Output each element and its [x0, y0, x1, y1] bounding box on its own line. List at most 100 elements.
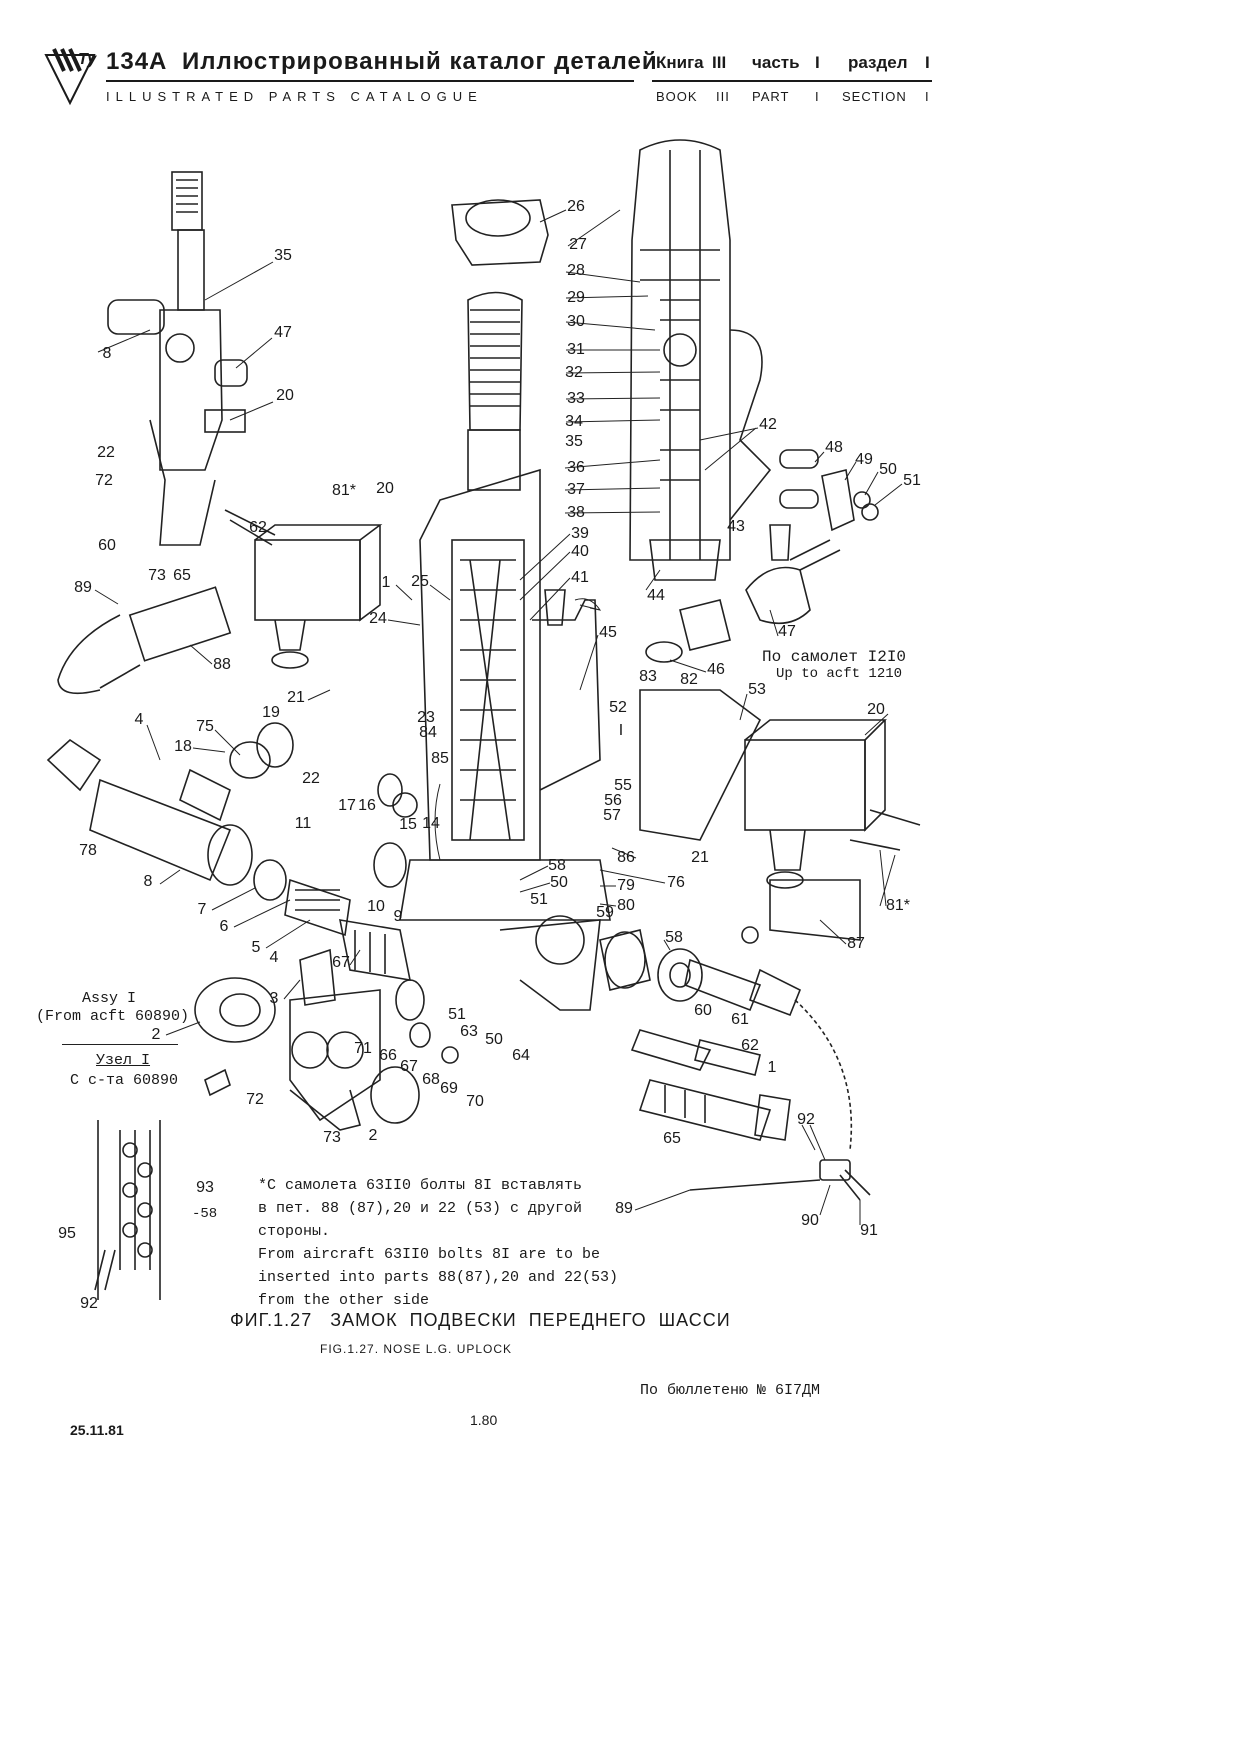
callout-21: 21 — [287, 689, 305, 706]
callout-73: 73 — [323, 1129, 341, 1146]
callout-87: 87 — [847, 935, 865, 952]
footnote-block: *С самолета 63II0 болты 8I вставлять в п… — [258, 1174, 618, 1312]
callout-16: 16 — [358, 797, 376, 814]
callout-50: 50 — [485, 1031, 503, 1048]
callout-8: 8 — [143, 873, 153, 890]
callout-38: 38 — [567, 504, 585, 521]
callout-37: 37 — [567, 481, 585, 498]
callout-21: 21 — [691, 849, 709, 866]
callout-62: 62 — [741, 1037, 759, 1054]
model-number: 134А — [106, 48, 168, 75]
note-en-line-3: from the other side — [258, 1292, 430, 1309]
callout-91: 91 — [860, 1222, 878, 1239]
callout-2: 2 — [151, 1026, 161, 1043]
section-number-en: I — [925, 89, 930, 104]
callout-56: 56 — [604, 792, 622, 809]
callout-52: 52 — [609, 699, 627, 716]
callout-22: 22 — [302, 770, 320, 787]
callout-1: 1 — [767, 1059, 777, 1076]
callout-85: 85 — [431, 750, 449, 767]
callout-50: 50 — [879, 461, 897, 478]
callout-5: 5 — [251, 939, 261, 956]
callout-92: 92 — [797, 1111, 815, 1128]
callout-78: 78 — [79, 842, 97, 859]
lower-bracket-assembly — [194, 948, 459, 1131]
callout-73: 73 — [148, 567, 166, 584]
callout-I: I — [618, 722, 624, 739]
figure-caption-ru: ФИГ.1.27 ЗАМОК ПОДВЕСКИ ПЕРЕДНЕГО ШАССИ — [230, 1310, 731, 1330]
callout-89: 89 — [74, 579, 92, 596]
part-number: I — [815, 53, 820, 72]
callout-9: 9 — [393, 908, 403, 925]
callout-86: 86 — [617, 849, 635, 866]
callout-27: 27 — [569, 236, 587, 253]
lower-left-actuator — [46, 722, 418, 981]
callout-7: 7 — [197, 901, 207, 918]
callout-20: 20 — [276, 387, 294, 404]
figure-caption-en: FIG.1.27. NOSE L.G. UPLOCK — [320, 1342, 513, 1356]
callout-20: 20 — [867, 701, 885, 718]
book-label-en: BOOK — [656, 89, 698, 104]
callout-53: 53 — [748, 681, 766, 698]
callout-3: 3 — [269, 990, 279, 1007]
callout-62: 62 — [249, 519, 267, 536]
part-number-en: I — [815, 89, 820, 104]
revision-date: 25.11.81 — [70, 1422, 124, 1438]
right-components — [639, 449, 921, 944]
callout-65: 65 — [173, 567, 191, 584]
callout-4: 4 — [134, 711, 144, 728]
assy-label-ru: Узел I — [96, 1052, 151, 1069]
callout-60: 60 — [98, 537, 116, 554]
assy-from-ru: С с-та 60890 — [70, 1072, 179, 1089]
callout-47: 47 — [778, 623, 796, 640]
callout-55: 55 — [614, 777, 632, 794]
callout-20: 20 — [376, 480, 394, 497]
callout-67: 67 — [332, 954, 350, 971]
callout-60: 60 — [694, 1002, 712, 1019]
callout-40: 40 — [571, 543, 589, 560]
callout-95: 95 — [58, 1225, 76, 1242]
callout-89: 89 — [615, 1200, 633, 1217]
header-rule — [106, 80, 634, 82]
callout-92: 92 — [80, 1295, 98, 1312]
book-label-ru: Книга — [656, 53, 704, 72]
leader-lines — [94, 209, 903, 1225]
nut-26 — [451, 199, 549, 266]
note-en-line-1: From aircraft 63II0 bolts 8I are to be — [258, 1246, 601, 1263]
callout-93: 93 — [196, 1179, 214, 1196]
page-number: 1.80 — [470, 1412, 498, 1428]
acft-note-ru: По самолет I2I0 — [762, 648, 907, 666]
callout-64: 64 — [512, 1047, 530, 1064]
callout-69: 69 — [440, 1080, 458, 1097]
header-rule-right — [652, 80, 932, 82]
callout-32: 32 — [565, 364, 583, 381]
logo-text: Ту — [78, 51, 97, 68]
callout-24: 24 — [369, 610, 387, 627]
callout-58: 58 — [665, 929, 683, 946]
callout-59: 59 — [596, 904, 614, 921]
callout-83: 83 — [639, 668, 657, 685]
callout-76: 76 — [667, 874, 685, 891]
acft-note-en: Up to acft 1210 — [776, 666, 903, 682]
callout-50: 50 — [550, 874, 568, 891]
callout-46: 46 — [707, 661, 725, 678]
callout-68: 68 — [422, 1071, 440, 1088]
logo: Ту — [44, 45, 98, 107]
upper-right-section-view — [629, 139, 772, 581]
callout-81-star: 81* — [331, 482, 357, 499]
callout-72: 72 — [246, 1091, 264, 1108]
callout-23: 23 — [417, 709, 435, 726]
callout-75: 75 — [196, 718, 214, 735]
callout-79: 79 — [617, 877, 635, 894]
detail-I-inset — [94, 1120, 161, 1300]
callout-30: 30 — [567, 313, 585, 330]
callout-71: 71 — [354, 1040, 372, 1057]
part-label-en: PART — [752, 89, 790, 104]
callout-11: 11 — [294, 815, 312, 832]
callout-82: 82 — [680, 671, 698, 688]
callout-36: 36 — [567, 459, 585, 476]
callout-22: 22 — [97, 444, 115, 461]
callout-2: 2 — [368, 1127, 378, 1144]
callout-43: 43 — [727, 518, 745, 535]
